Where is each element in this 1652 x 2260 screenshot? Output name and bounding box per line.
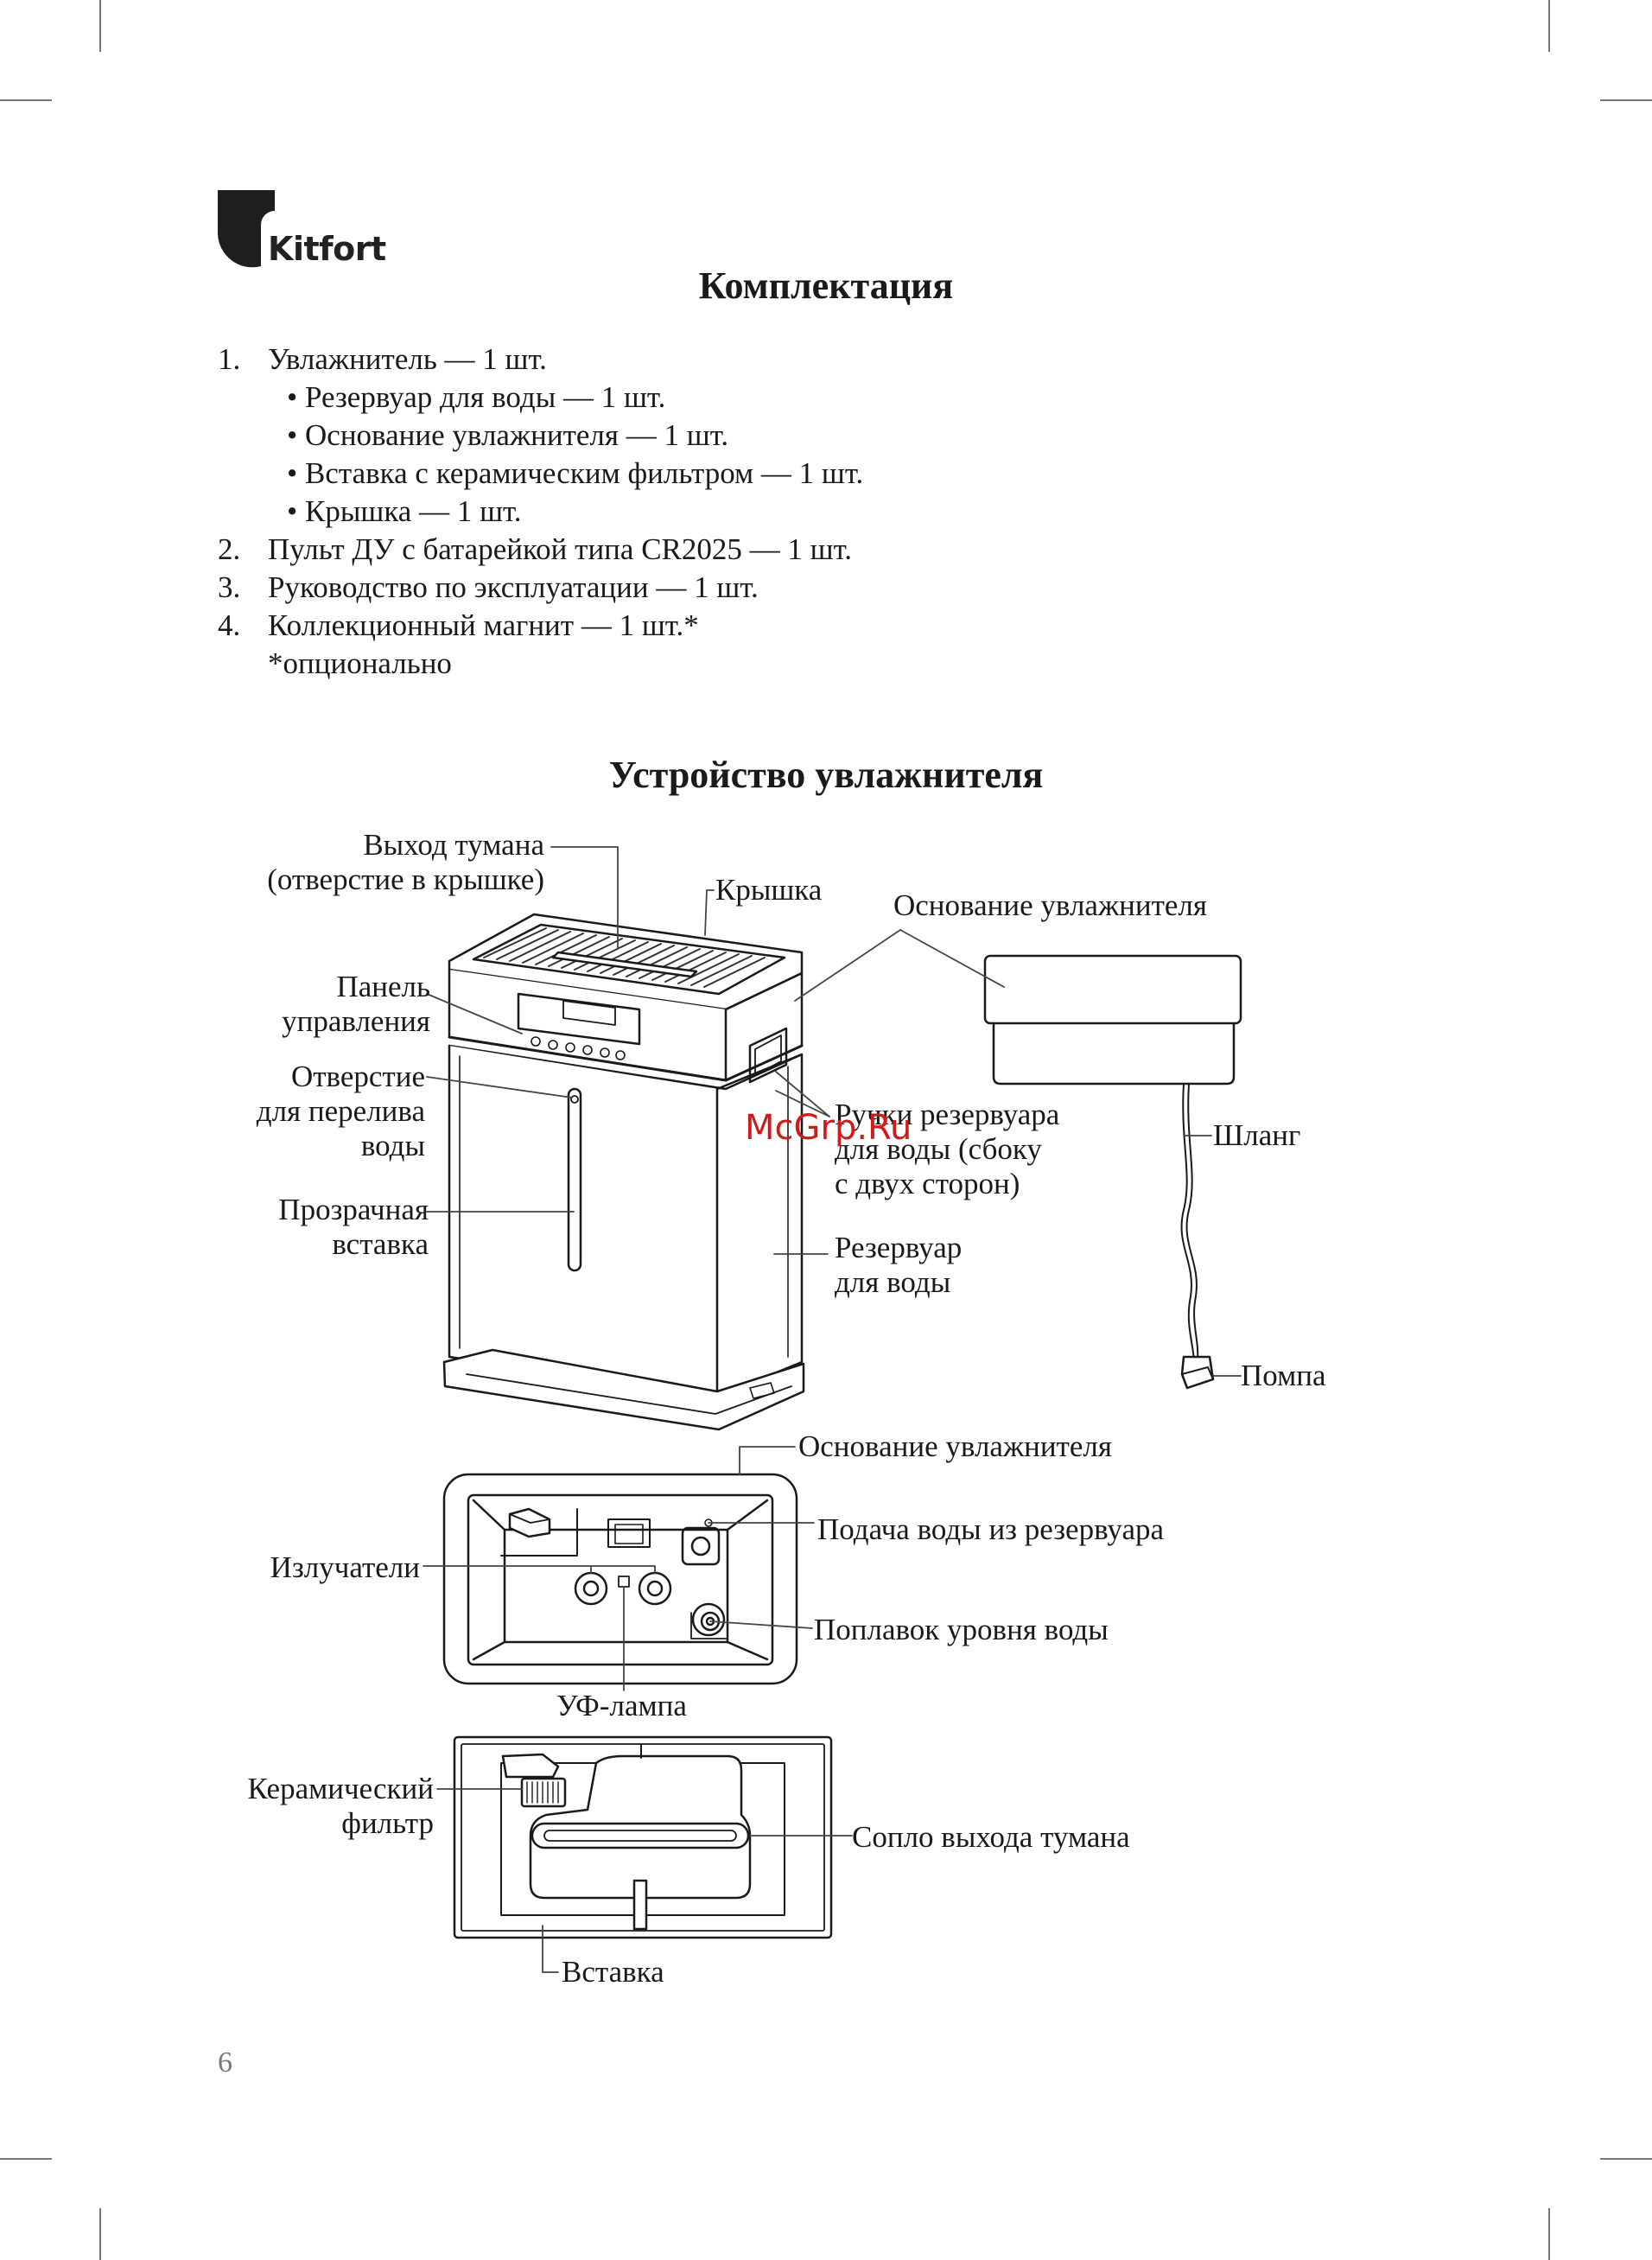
list-item: Коллекционный магнит — 1 шт.* xyxy=(268,608,699,642)
label-line: для перелива xyxy=(256,1094,425,1128)
label-line: (отверстие в крышке) xyxy=(267,863,544,896)
label-line: Ручки резервуара xyxy=(835,1098,1060,1131)
label-line: Отверстие xyxy=(290,1060,425,1093)
list-number: 4. xyxy=(218,608,241,642)
leader-lines xyxy=(423,846,1242,1973)
label-line: воды xyxy=(360,1129,425,1162)
label-control-panel: Панель управления xyxy=(173,970,430,1039)
label-line: управления xyxy=(282,1004,430,1038)
label-line: с двух сторон) xyxy=(835,1167,1020,1200)
label-line: фильтр xyxy=(341,1806,434,1840)
list-subitem: • Основание увлажнителя — 1 шт. xyxy=(287,418,729,452)
label-line: для воды xyxy=(835,1265,951,1299)
footnote: *опционально xyxy=(268,646,452,680)
label-float: Поплавок уровня воды xyxy=(814,1613,1109,1646)
crop-mark xyxy=(1548,2208,1550,2260)
crop-mark xyxy=(0,2158,52,2160)
label-water-supply: Подача воды из резервуара xyxy=(817,1512,1165,1546)
label-transparent-window: Прозрачная вставка xyxy=(173,1193,429,1262)
label-tank-handles: Ручки резервуара для воды (сбоку с двух … xyxy=(835,1098,1059,1201)
label-mist-nozzle: Сопло выхода тумана xyxy=(852,1820,1130,1854)
contents-title: Комплектация xyxy=(698,264,954,307)
watermark: McGrp.Ru xyxy=(745,1108,912,1148)
crop-mark xyxy=(1548,0,1550,52)
page-number: 6 xyxy=(218,2047,232,2079)
label-line: для воды (сбоку xyxy=(835,1132,1042,1166)
list-item: Пульт ДУ с батарейкой типа CR2025 — 1 шт… xyxy=(268,532,853,566)
list-subitem: • Резервуар для воды — 1 шт. xyxy=(287,380,666,414)
list-item: Увлажнитель — 1 шт. xyxy=(268,342,547,376)
label-line: Резервуар xyxy=(835,1231,963,1264)
list-number: 3. xyxy=(218,570,241,604)
label-line: Выход тумана xyxy=(363,828,544,862)
insert-top-view xyxy=(453,1735,833,1939)
list-subitem: • Крышка — 1 шт. xyxy=(287,494,522,528)
list-item: Руководство по эксплуатации — 1 шт. xyxy=(268,570,759,604)
label-water-tank: Резервуар для воды xyxy=(835,1231,962,1300)
label-base-top: Основание увлажнителя xyxy=(893,888,1207,922)
label-hose: Шланг xyxy=(1213,1118,1301,1152)
label-insert: Вставка xyxy=(562,1955,664,1989)
humidifier-body xyxy=(442,913,805,1431)
label-uv-lamp: УФ-лампа xyxy=(556,1689,687,1722)
crop-mark xyxy=(99,2208,101,2260)
label-emitters: Излучатели xyxy=(270,1550,420,1584)
crop-mark xyxy=(1600,99,1652,101)
logo-text: Kitfort xyxy=(268,230,386,268)
kitfort-logo xyxy=(218,190,275,268)
crop-mark xyxy=(1600,2158,1652,2160)
crop-mark xyxy=(0,99,52,101)
label-mist-outlet: Выход тумана (отверстие в крышке) xyxy=(199,828,544,897)
label-line: вставка xyxy=(332,1227,429,1261)
crop-mark xyxy=(99,0,101,52)
label-base-mid: Основание увлажнителя xyxy=(798,1429,1112,1463)
device-title: Устройство увлажнителя xyxy=(608,754,1044,796)
label-pump: Помпа xyxy=(1241,1359,1326,1392)
list-number: 1. xyxy=(218,342,241,376)
label-lid: Крышка xyxy=(715,873,823,907)
list-number: 2. xyxy=(218,532,241,566)
label-ceramic-filter: Керамический фильтр xyxy=(173,1772,434,1841)
label-line: Прозрачная xyxy=(278,1193,429,1226)
base-top-view xyxy=(442,1473,798,1685)
list-subitem: • Вставка с керамическим фильтром — 1 шт… xyxy=(287,456,864,490)
label-line: Керамический xyxy=(247,1772,434,1805)
base-with-pump xyxy=(983,954,1242,1390)
label-line: Панель xyxy=(336,970,430,1003)
label-overflow-hole: Отверстие для перелива воды xyxy=(173,1060,425,1163)
